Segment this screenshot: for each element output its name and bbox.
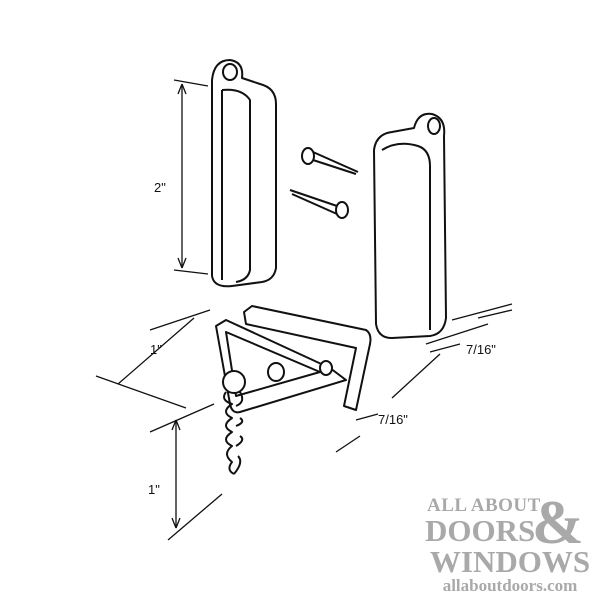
dimension-lines xyxy=(95,79,513,541)
dimension-label-width-bottom: 7/16" xyxy=(378,412,408,427)
left-clip xyxy=(211,59,277,288)
dimension-label-width-right: 7/16" xyxy=(466,342,496,357)
right-clip xyxy=(373,112,447,339)
dimension-label-depth-left: 1" xyxy=(150,342,162,357)
logo-ampersand: & xyxy=(532,489,584,557)
nails xyxy=(289,147,359,219)
logo-line-2: DOORS xyxy=(425,513,536,548)
logo-line-1: ALL ABOUT xyxy=(427,495,541,516)
brand-logo: ALL ABOUT DOORS WINDOWS allaboutdoors.co… xyxy=(425,496,595,594)
logo-url: allaboutdoors.com xyxy=(442,576,578,595)
dimension-label-height-top: 2" xyxy=(154,180,166,195)
bracket xyxy=(215,305,372,475)
dimension-label-height-bottom: 1" xyxy=(148,482,160,497)
logo-line-3: WINDOWS xyxy=(429,544,591,579)
